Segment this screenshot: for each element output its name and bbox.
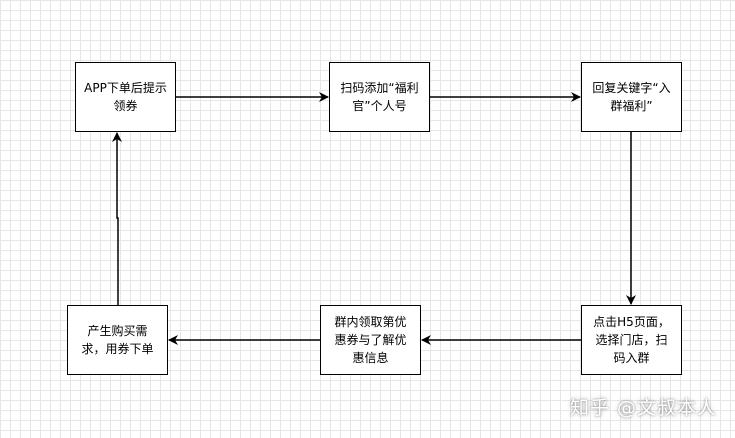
flow-node-label: APP下单后提示领券	[84, 81, 167, 113]
arrow-n6-to-n1	[112, 132, 122, 305]
flow-node-h5-join: 点击H5页面，选择门店，扫码入群	[581, 305, 682, 375]
flow-node-group-coupon: 群内领取第优惠券与了解优惠信息	[320, 305, 421, 375]
flow-node-label: 回复关键字“入群福利”	[592, 81, 671, 113]
flow-node-scan-add: 扫码添加“福利官”个人号	[329, 62, 430, 132]
flow-node-label: 点击H5页面，选择门店，扫码入群	[593, 315, 670, 365]
watermark: 知乎 @文叔本人	[569, 397, 717, 419]
flow-node-purchase: 产生购买需求，用券下单	[67, 305, 168, 375]
flow-node-app-order: APP下单后提示领券	[75, 62, 176, 132]
flow-node-reply-keyword: 回复关键字“入群福利”	[581, 62, 682, 132]
flow-node-label: 产生购买需求，用券下单	[81, 324, 154, 356]
flow-node-label: 群内领取第优惠券与了解优惠信息	[334, 315, 407, 365]
flow-node-label: 扫码添加“福利官”个人号	[340, 81, 419, 113]
